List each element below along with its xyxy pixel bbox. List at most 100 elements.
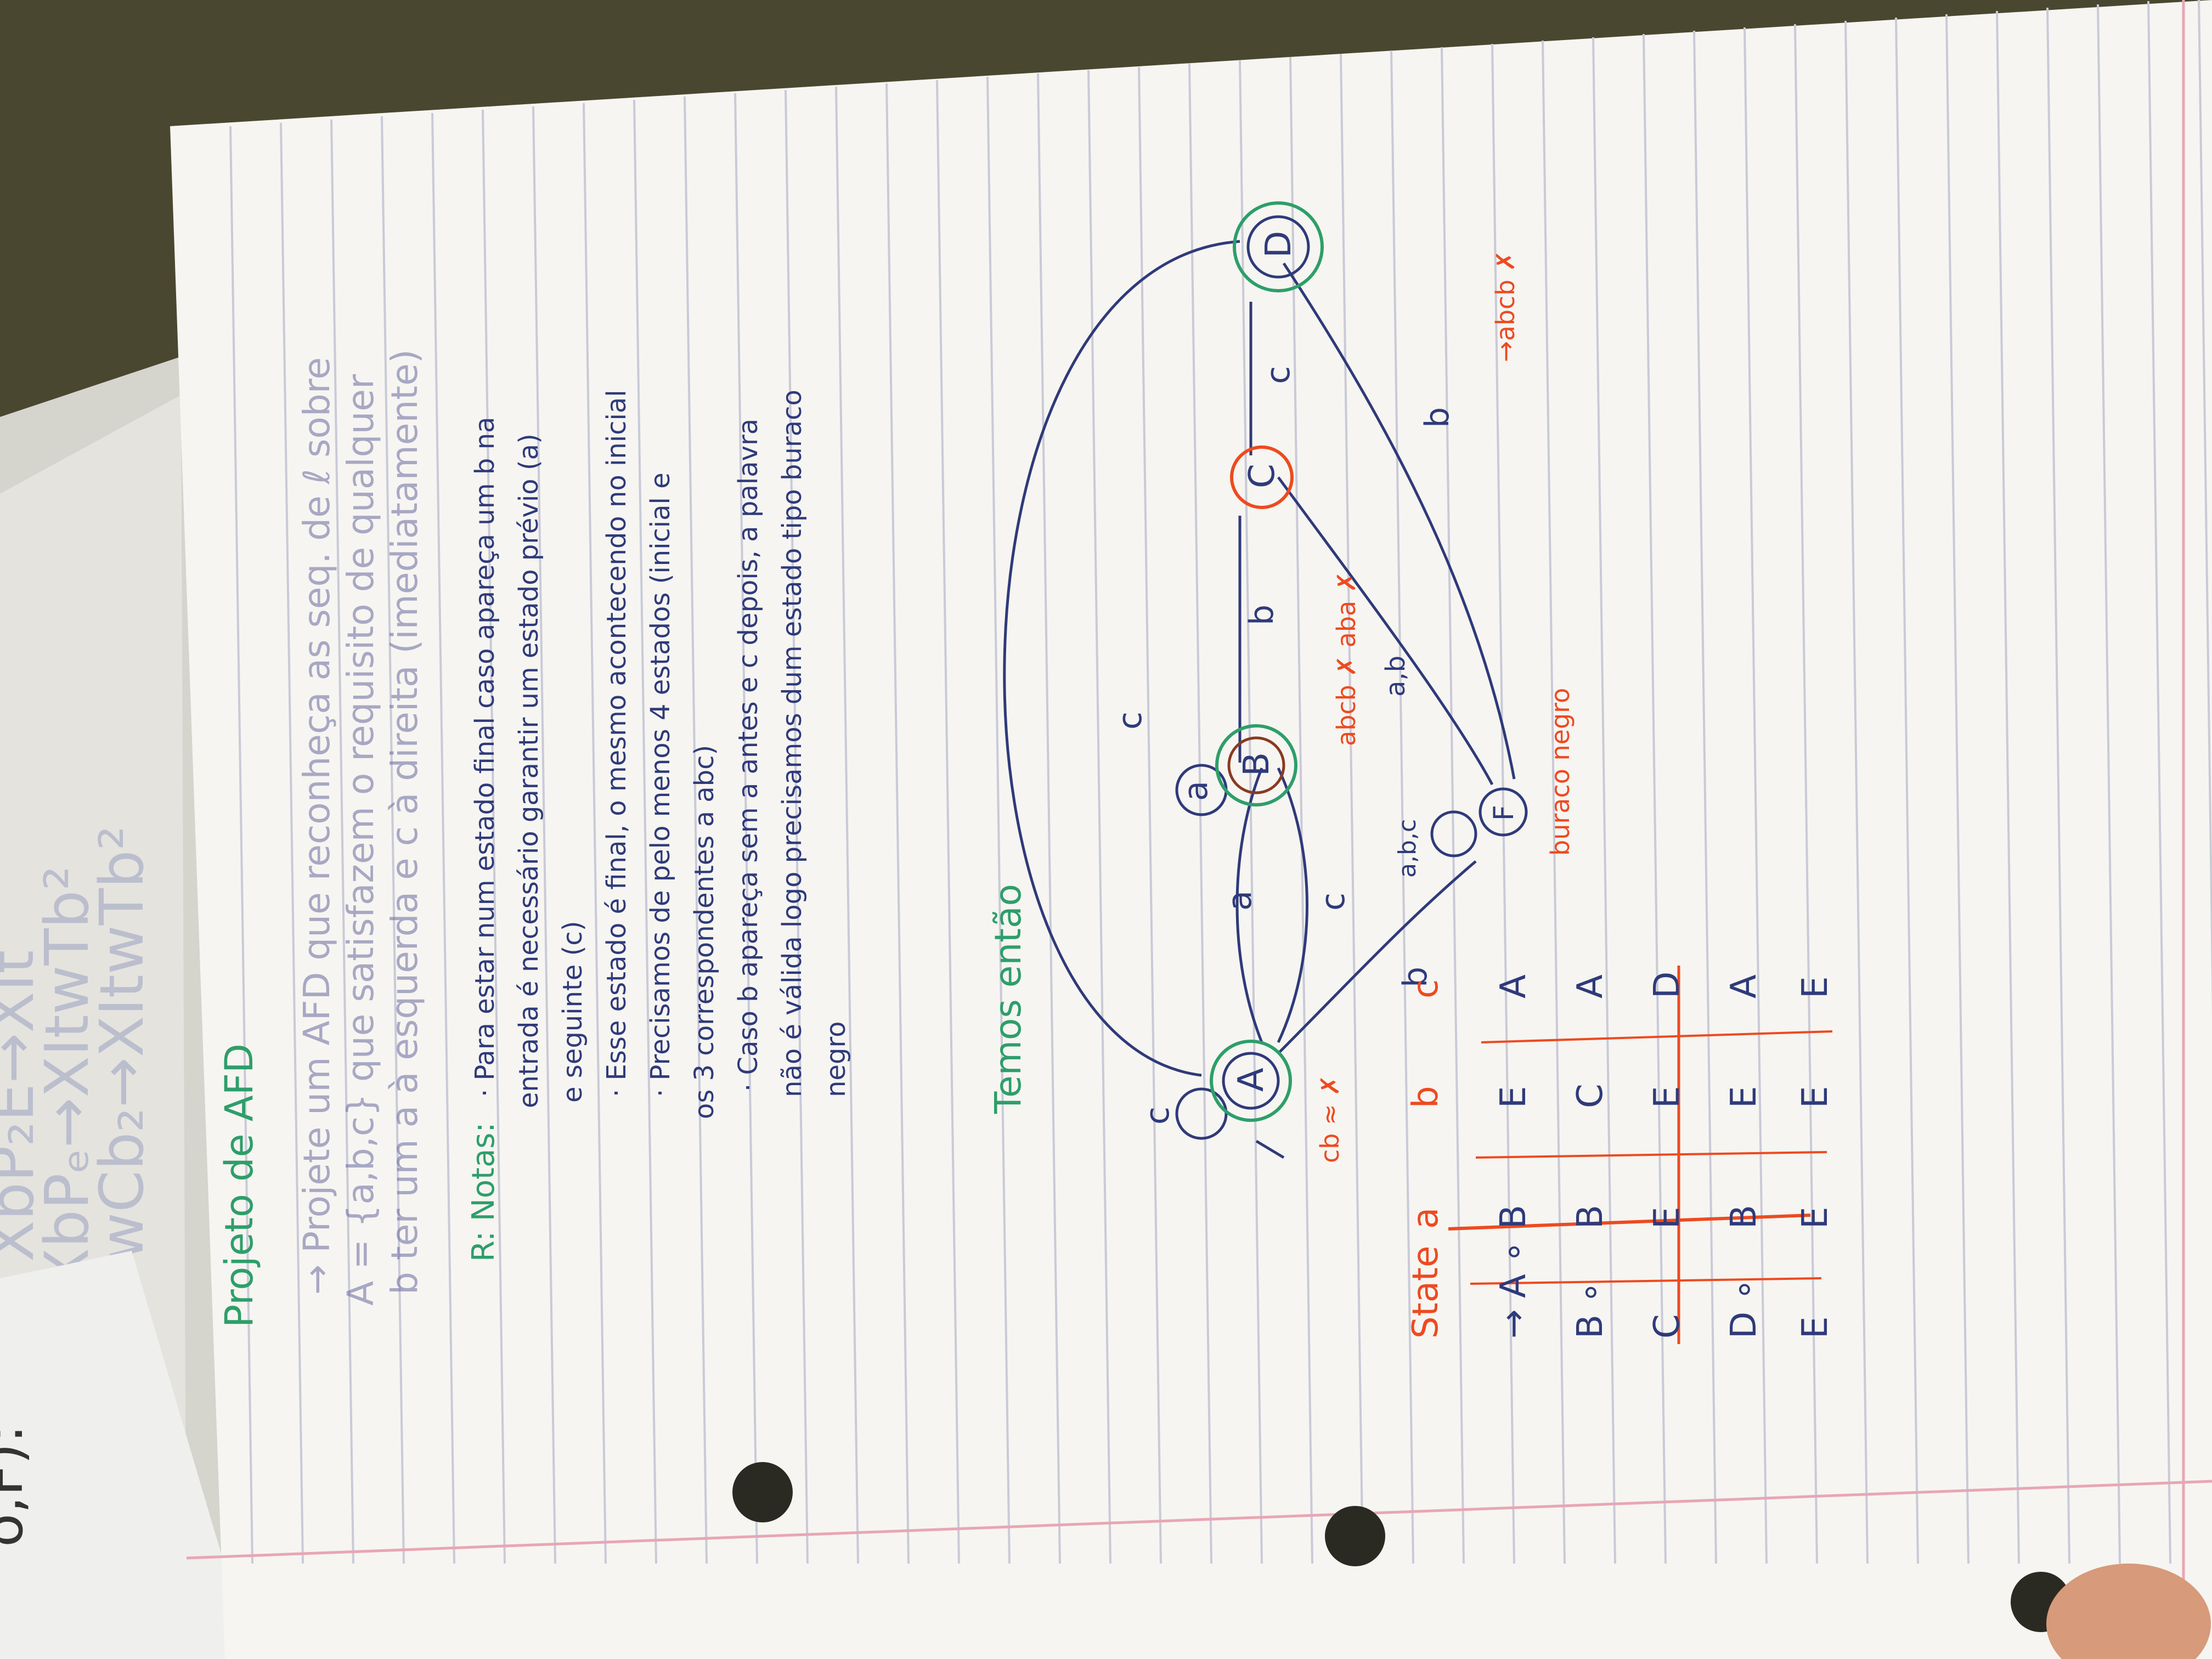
bg-line-2: XbPₑ→XItwTb²: [32, 866, 102, 1289]
table-cell: D: [1647, 972, 1688, 998]
table-cell: B: [1724, 1205, 1764, 1229]
ruled-line: [734, 93, 758, 1564]
ruled-line: [885, 83, 910, 1564]
state-labels: A B C D F: [1231, 231, 1520, 1092]
ruled-line: [229, 126, 253, 1564]
table-header-cell: c: [1406, 979, 1446, 998]
annotation-near-b: abcb ✗ aba ✗: [1331, 572, 1361, 746]
label-c-to-f: a,b: [1380, 656, 1411, 697]
state-label-a: A: [1231, 1068, 1272, 1092]
edge-labels: c a c a b b c c a,b,c a,b b: [1111, 366, 1457, 1125]
ruled-line: [1996, 10, 2020, 1564]
table-cell: E: [1795, 1207, 1836, 1229]
table-cell: E: [1493, 1086, 1534, 1108]
ruled-line: [280, 122, 304, 1564]
ruled-line: [1037, 73, 1061, 1564]
edge-b-to-a: [1277, 767, 1308, 1043]
ruled-line: [1895, 17, 1919, 1564]
ruled-line: [2147, 1, 2171, 1564]
ruled-line: [532, 106, 556, 1564]
state-d: [1246, 215, 1310, 279]
ruled-line: [583, 103, 607, 1564]
state-a: [1222, 1052, 1280, 1110]
table-cell: C: [1570, 1084, 1611, 1108]
label-b-loop: a: [1177, 781, 1215, 801]
state-a-outer: [1210, 1040, 1292, 1122]
note-line-9: negro: [821, 1022, 851, 1097]
notes-label: R: Notas:: [466, 1122, 501, 1262]
ruled-line: [1542, 40, 1566, 1564]
table-cell: E: [1647, 1086, 1688, 1108]
table-cell: B: [1493, 1205, 1534, 1229]
conclusion-text: Temos então: [987, 884, 1029, 1114]
ruled-line: [1743, 27, 1768, 1564]
ruled-line: [633, 99, 657, 1564]
notes: · Para estar num estado final caso apare…: [470, 390, 851, 1119]
punch-hole: [1325, 1506, 1385, 1566]
ruled-line: [1491, 43, 1515, 1564]
note-line-7: · Caso b apareça sem a antes e c depois,…: [733, 419, 764, 1092]
ruled-line: [1945, 14, 1970, 1564]
ruled-line: [381, 116, 405, 1564]
note-line-5: · Precisamos de pelo menos 4 estados (in…: [645, 472, 676, 1097]
statement-line-3: b ter um a à esquerda e c à direita (ime…: [383, 349, 426, 1295]
table-cell: A: [1493, 974, 1534, 998]
bg-line-1: XbP₂E→XIt: [0, 950, 47, 1262]
loop-f: [1430, 810, 1477, 857]
ruled-line: [431, 112, 455, 1564]
table-cell: C: [1647, 1314, 1688, 1339]
ruled-line: [2198, 0, 2212, 1016]
ruled-line: [785, 89, 809, 1564]
ruled-line: [684, 96, 708, 1564]
table-cell: E: [1795, 977, 1836, 998]
edge-d-to-f: [1282, 262, 1516, 780]
table-header-cell: State: [1406, 1246, 1446, 1339]
edge-c-to-f: [1277, 476, 1494, 786]
table-cell: B: [1570, 1205, 1611, 1229]
ruled-line: [1239, 60, 1263, 1564]
table-cell: A: [1570, 974, 1611, 998]
state-b-outer: [1215, 724, 1297, 806]
problem-statement: → Projete um AFD que reconheça as seq. d…: [296, 349, 426, 1306]
state-label-b: B: [1237, 752, 1277, 776]
label-a-arc: c: [1111, 712, 1149, 730]
label-b-to-a: c: [1314, 893, 1352, 911]
edge-a-arc: [1003, 240, 1240, 1077]
ruled-line: [1138, 66, 1162, 1564]
state-f: [1479, 787, 1528, 837]
ruled-line: [2097, 4, 2121, 1564]
statement-line-1: → Projete um AFD que reconheça as seq. d…: [296, 357, 338, 1295]
note-line-2: entrada é necessário garantir um estado …: [514, 433, 544, 1108]
punch-hole: [732, 1462, 793, 1522]
ruled-line: [2046, 7, 2070, 1564]
note-line-8: não é válida logo precisamos dum estado …: [777, 390, 808, 1097]
notebook-page: [170, 0, 2212, 1659]
state-b: [1227, 736, 1285, 794]
label-a-to-f: b: [1396, 967, 1435, 988]
finger: [2046, 1564, 2211, 1659]
state-label-f: F: [1488, 805, 1520, 821]
table-col-divider-3: [1481, 1030, 1833, 1043]
note-line-4: · Esse estado é final, o mesmo acontecen…: [601, 390, 632, 1097]
state-c: [1230, 445, 1294, 509]
ruled-line: [1592, 37, 1616, 1564]
label-a-to-b: a: [1221, 890, 1259, 911]
label-d-to-f: b: [1418, 407, 1457, 428]
table-cell: D ∘: [1724, 1278, 1764, 1339]
ruled-line: [1693, 30, 1717, 1564]
state-d-outer: [1233, 201, 1324, 292]
ruled-line: [1794, 24, 1818, 1564]
note-line-3: e seguinte (c): [557, 921, 588, 1103]
table-cell: E: [1647, 1207, 1688, 1229]
bg-line-3: wCb₂→XItwTb²: [87, 826, 157, 1262]
ruled-line: [835, 86, 859, 1564]
table-header-cell: a: [1406, 1207, 1446, 1229]
initial-arrow: [1255, 1139, 1285, 1159]
table-col-divider-2: [1475, 1151, 1827, 1159]
table-cell: E: [1724, 1086, 1764, 1108]
ruled-line: [330, 119, 354, 1564]
ruled-line: [1289, 57, 1313, 1564]
note-line-1: · Para estar num estado final caso apare…: [470, 417, 500, 1097]
bg-line-5: δ,F):: [0, 1425, 35, 1547]
